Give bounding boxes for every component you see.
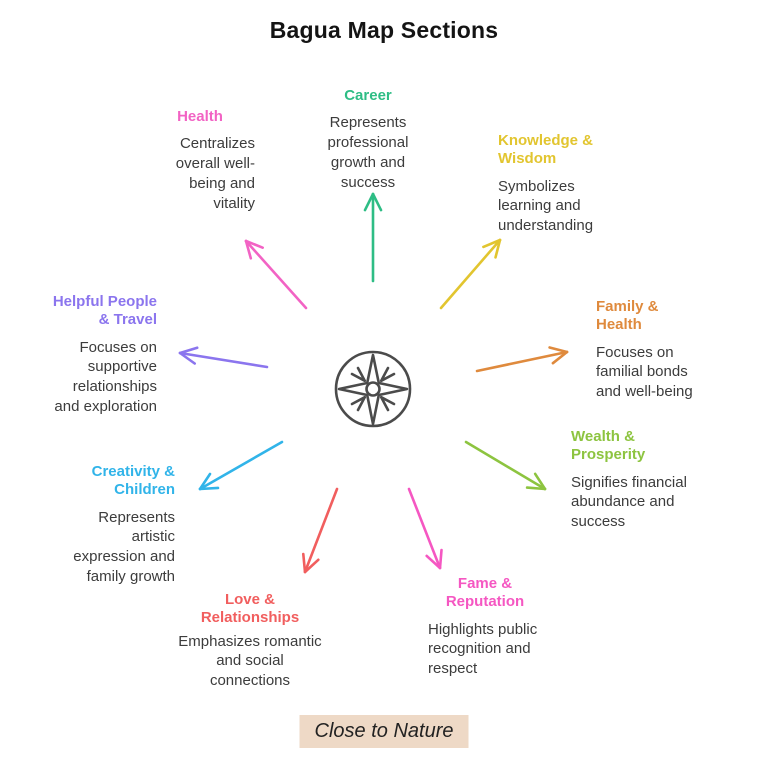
section-helpful-people-travel: Helpful People & Travel Focuses on suppo… <box>49 293 157 417</box>
section-love-relationships: Love & Relationships Emphasizes romantic… <box>177 591 323 691</box>
knowledge-wisdom-arrow <box>439 238 502 310</box>
health-arrow <box>244 239 308 310</box>
section-helpful-people-travel-title: Helpful People & Travel <box>52 293 157 329</box>
section-creativity-children: Creativity & Children Represents artisti… <box>60 463 175 587</box>
section-love-relationships-title: Love & Relationships <box>200 591 300 627</box>
section-family-health: Family & Health Focuses on familial bond… <box>596 298 704 402</box>
section-health: Health Centralizes overall well-being an… <box>145 108 255 213</box>
section-creativity-children-title: Creativity & Children <box>91 463 175 499</box>
fame-reputation-arrow <box>407 487 443 570</box>
compass-icon <box>334 350 412 428</box>
section-family-health-title: Family & Health <box>596 298 659 334</box>
section-health-description: Centralizes overall well-being and vital… <box>175 135 255 212</box>
footer-badge: Close to Nature <box>299 715 469 748</box>
creativity-children-arrow <box>198 440 284 491</box>
section-fame-reputation: Fame & Reputation Highlights public reco… <box>428 575 542 679</box>
love-relationships-arrow <box>302 487 339 574</box>
section-knowledge-wisdom-description: Symbolizes learning and understanding <box>498 177 594 235</box>
career-arrow <box>363 192 383 283</box>
section-love-relationships-description: Emphasizes romantic and social connectio… <box>178 632 322 690</box>
wealth-prosperity-arrow <box>464 440 547 491</box>
section-health-title: Health <box>177 108 223 125</box>
section-career: Career Represents professional growth an… <box>312 87 424 192</box>
section-helpful-people-travel-description: Focuses on supportive relationships and … <box>54 338 157 415</box>
section-career-title: Career <box>344 87 392 104</box>
section-wealth-prosperity-description: Signifies financial abundance and succes… <box>571 473 687 531</box>
section-creativity-children-description: Represents artistic expression and famil… <box>73 508 175 585</box>
section-family-health-description: Focuses on familial bonds and well-being <box>596 343 693 401</box>
section-knowledge-wisdom: Knowledge & Wisdom Symbolizes learning a… <box>498 132 610 236</box>
family-health-arrow <box>475 346 569 373</box>
section-wealth-prosperity: Wealth & Prosperity Signifies financial … <box>571 428 689 532</box>
page-title: Bagua Map Sections <box>269 17 499 43</box>
section-fame-reputation-title: Fame & Reputation <box>445 575 525 611</box>
section-fame-reputation-description: Highlights public recognition and respec… <box>428 620 538 678</box>
section-knowledge-wisdom-title: Knowledge & Wisdom <box>498 132 594 168</box>
section-career-description: Represents professional growth and succe… <box>327 114 409 191</box>
section-wealth-prosperity-title: Wealth & Prosperity <box>571 428 646 464</box>
helpful-people-travel-arrow <box>178 346 269 369</box>
